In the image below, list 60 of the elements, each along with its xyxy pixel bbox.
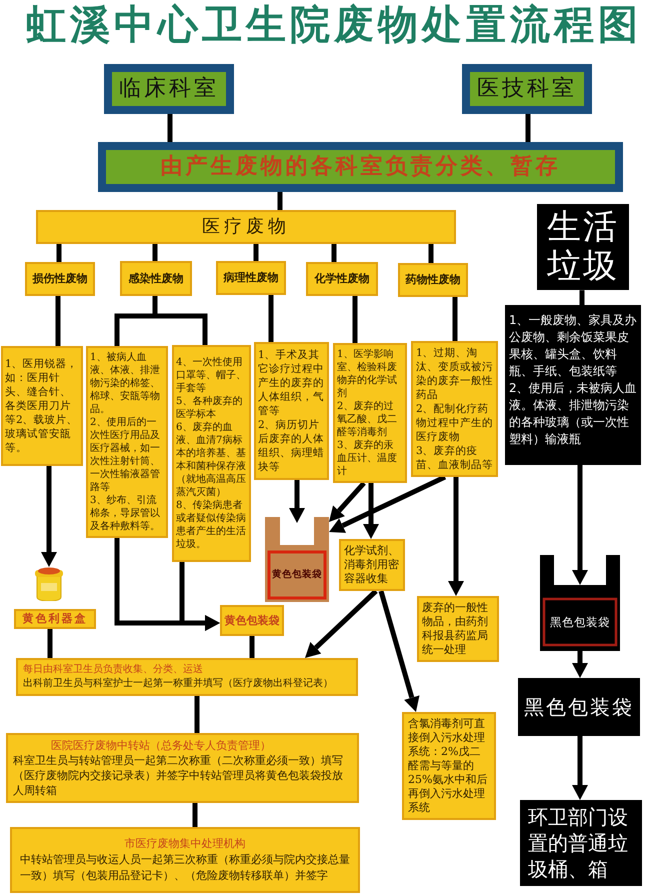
bag-shape: 黑色包装袋 — [540, 555, 620, 651]
connector-line — [152, 244, 158, 261]
description-box: 1、医学影响室、检验科废物弃的化学试剂 2、废弃的过氧乙酸、戊二醛等消毒剂 3、废弃的汞血压计、温度计 — [333, 343, 407, 483]
category-box: 医疗废物 — [36, 210, 456, 244]
connector-line — [580, 290, 584, 305]
connector-line — [332, 244, 336, 262]
process-box: 废弃的一般性物品，由药剂科报县药监局统一处理 — [417, 596, 499, 662]
connector-line — [56, 244, 62, 262]
jar-icon — [34, 567, 64, 601]
arrow — [572, 465, 588, 585]
description-box: 1、医用锐器，如：医用针头、缝合针、各类医用刀片等2、载玻片、玻璃试管安瓿等。 — [1, 346, 83, 466]
department-box: 医技科室 — [462, 64, 592, 114]
description-box: 1、过期、淘汰、变质或被污染的废弃一般性药品 2、配制化疗药物过程中产生的医疗废物 3、废弃的疫苗、血液制品等 — [411, 341, 498, 477]
connector-line — [452, 297, 458, 341]
arrow — [363, 483, 379, 539]
category-box: 病理性废物 — [216, 261, 286, 295]
bag-shape: 黄色包装袋 — [265, 517, 329, 602]
arrow — [572, 736, 588, 800]
connector-line — [48, 629, 52, 658]
connector-line — [352, 296, 358, 343]
process-box: 黄色包装袋 — [220, 605, 284, 636]
category-box: 损伤性废物 — [25, 262, 95, 296]
category-box: 药物性废物 — [398, 263, 468, 297]
banner-box: 由产生废物的各科室负责分类、暂存 — [98, 142, 623, 192]
process-box: 医院医疗废物中转站（总务处专人负责管理） 科室卫生员与转站管理员一起第二次称重（二次称重必须一致）填写（医疗废物院内交接记录表）并签字中转站管理员将黄色包装袋投放人周转箱 — [6, 733, 359, 803]
category-box: 生活垃圾 — [537, 204, 629, 290]
category-box: 化学性废物 — [306, 262, 378, 296]
arrow — [328, 481, 366, 522]
process-box: 市医疗废物集中处理机构 中转站管理员与收运人员一起第三次称重（称重必须与院内交接总量一致）填写（包装用品登记卡）、（危险废物转移联单）并签字 — [10, 827, 360, 893]
process-box: 化学试剂、消毒剂用密容器收集 — [339, 539, 405, 591]
department-box: 临床科室 — [104, 64, 234, 114]
arrow — [329, 474, 446, 533]
process-box: 黄色利器盒 — [14, 609, 96, 629]
category-box: 感染性废物 — [120, 261, 192, 296]
arrow — [180, 562, 220, 631]
connector-line — [192, 803, 198, 827]
arrow — [41, 466, 57, 567]
connector-line — [428, 244, 434, 263]
arrow — [448, 477, 464, 596]
description-box: 1、手术及其它诊疗过程中产生的废弃的人体组织，气管等 2、病历切片后废弃的人体组织、病理蜡块等 — [254, 342, 329, 480]
description-box: 1、被病人血液、体液、排泄物污染的棉签、棉球、安瓿等物品。 2、使用后的一次性医疗用品及医疗器械，如一次性注射针筒、一次性输液器管路等 3、纱布、引流棉条，导尿管以及各种敷料等。 — [86, 346, 168, 538]
process-box: 每日由科室卫生员负责收集、分类、运送 出科前卫生员与科室护士一起第一称重并填写（医疗废物出科登记表） — [16, 658, 358, 696]
process-box: 黑色包装袋 — [518, 678, 640, 736]
arrow — [289, 480, 305, 523]
connector-line — [254, 244, 258, 261]
description-box: 1、一般废物、家具及办公废物、剩余饭菜果皮果核、罐头盒、饮料瓶、手纸、包装纸等 2、使用后，未被病人血液。体液、排泄物污染的各种玻璃（或一次性塑料）输液瓶 — [505, 305, 641, 465]
connector-line — [250, 636, 254, 658]
title: 虹溪中心卫生院废物处置流程图 — [25, 0, 643, 50]
connector-line — [278, 192, 282, 210]
connector-line — [194, 696, 200, 733]
arrow — [572, 651, 588, 678]
arrow — [378, 590, 420, 712]
connector-line — [526, 114, 530, 142]
connector-line — [168, 114, 172, 142]
description-box: 4、一次性使用口罩等、帽子、手套等 5、各种废弃的医学标本 6、废弃的血液、血清7病标本的培养基、基本和菌种保存液（就地高温高压蒸汽灭菌） 8、传染病患者或者疑似传染病患者产生的生活垃圾。 — [172, 345, 251, 562]
connector-line — [268, 295, 274, 342]
process-box: 环卫部门设置的普通垃圾桶、箱 — [520, 800, 642, 886]
connector-line — [56, 296, 60, 346]
note-box: 含氯消毒剂可直接倒入污水处理系统：2%戊二醛需与等量的25%氨水中和后再倒入污水处理系统 — [402, 712, 496, 820]
arrow — [305, 589, 378, 658]
